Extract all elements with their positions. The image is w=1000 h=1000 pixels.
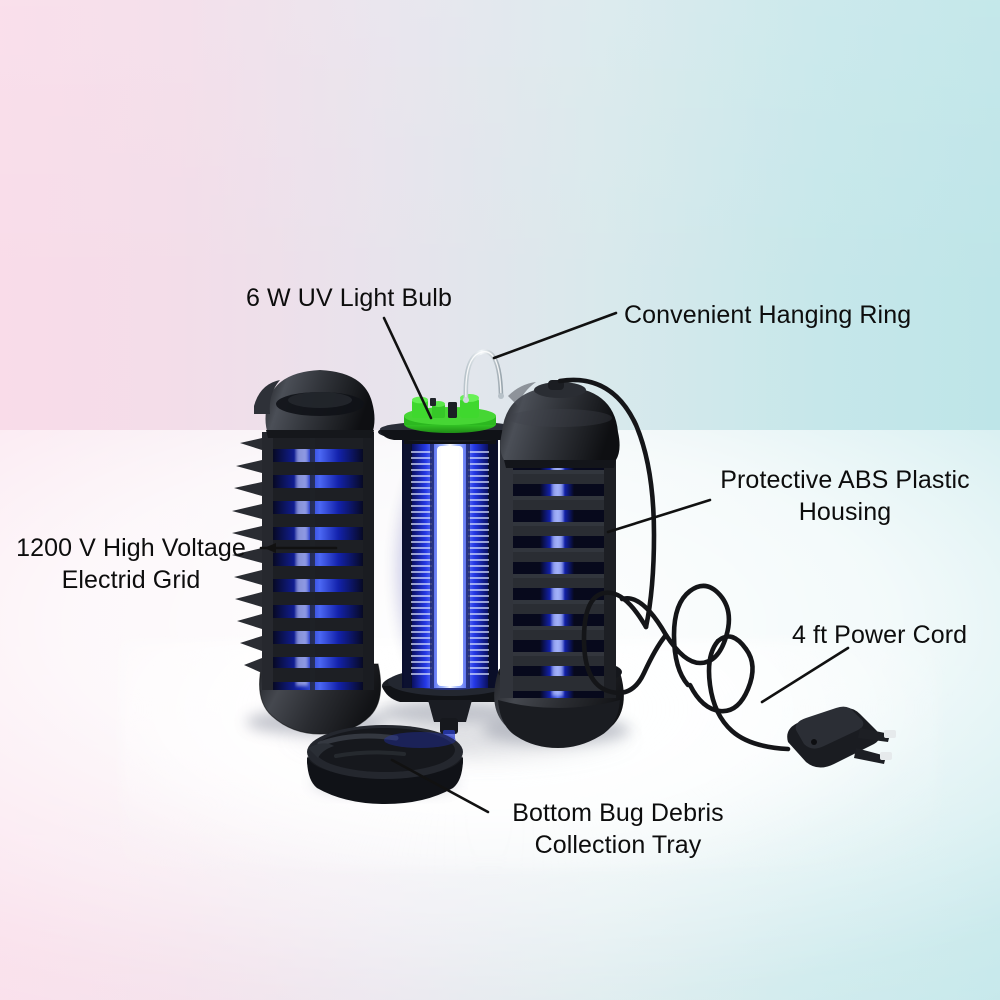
label-abs-housing: Protective ABS Plastic Housing <box>720 466 970 526</box>
floor-shadow <box>200 700 720 780</box>
label-debris-tray: Bottom Bug Debris Collection Tray <box>512 799 724 859</box>
label-uv-bulb: 6 W UV Light Bulb <box>246 284 452 312</box>
label-electric-grid: 1200 V High Voltage Electrid Grid <box>16 534 246 594</box>
label-power-cord: 4 ft Power Cord <box>792 621 968 649</box>
label-hanging-ring: Convenient Hanging Ring <box>624 301 912 329</box>
